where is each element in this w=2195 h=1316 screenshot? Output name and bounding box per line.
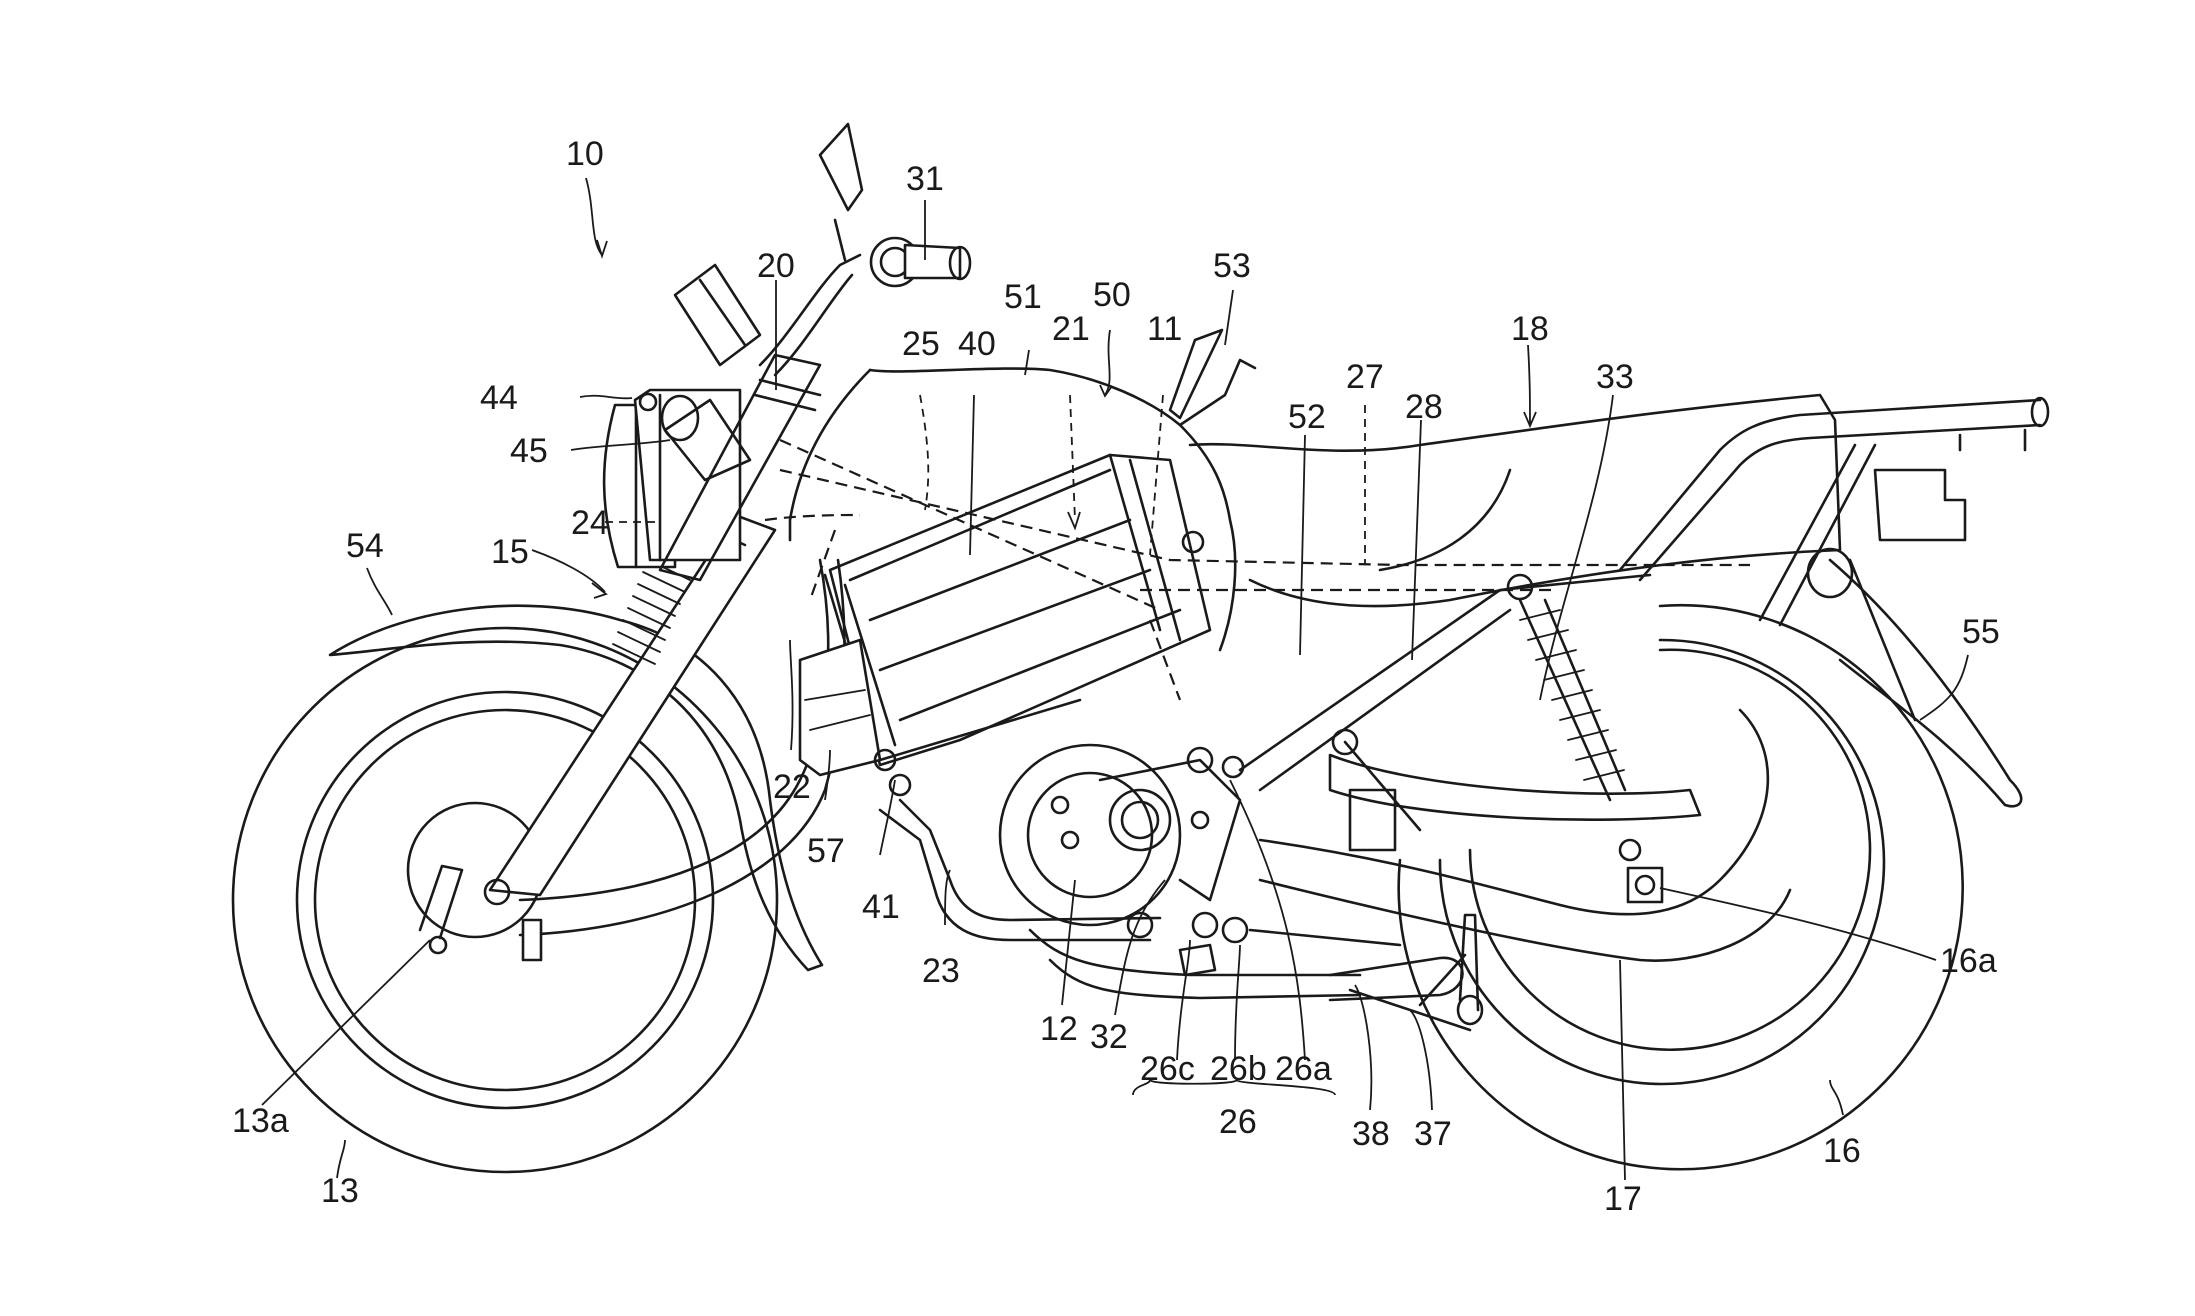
label-26b: 26b	[1210, 1050, 1267, 1088]
label-22: 22	[773, 768, 811, 806]
leader-lines	[261, 177, 1969, 1181]
label-40: 40	[958, 325, 996, 363]
label-13a: 13a	[232, 1102, 289, 1140]
rear-fender	[1828, 558, 2023, 808]
label-51: 51	[1004, 278, 1042, 316]
tail-light	[1873, 468, 1967, 542]
label-21: 21	[1052, 310, 1090, 348]
label-50: 50	[1093, 276, 1131, 314]
label-31: 31	[906, 160, 944, 198]
label-18: 18	[1511, 310, 1549, 348]
label-37: 37	[1414, 1115, 1452, 1153]
motor	[998, 743, 1242, 927]
down-tube	[898, 798, 1162, 922]
rear-wheel	[1397, 604, 1964, 1171]
label-57: 57	[807, 832, 845, 870]
label-25: 25	[902, 325, 940, 363]
linkage-26	[1028, 911, 1402, 1000]
controller	[798, 638, 882, 777]
meter	[673, 263, 762, 367]
frame	[1238, 573, 1702, 832]
label-26c: 26c	[1140, 1050, 1195, 1088]
label-53: 53	[1213, 247, 1251, 285]
axle-16a	[1626, 866, 1664, 904]
label-27: 27	[1346, 358, 1384, 396]
front-fender	[328, 604, 824, 972]
label-16a: 16a	[1940, 942, 1997, 980]
label-20: 20	[757, 247, 795, 285]
headlight	[602, 388, 752, 569]
brake-cable	[518, 558, 830, 902]
label-45: 45	[510, 432, 548, 470]
label-52: 52	[1288, 398, 1326, 436]
label-32: 32	[1090, 1018, 1128, 1056]
handlebar	[758, 122, 972, 377]
label-54: 54	[346, 527, 384, 565]
label-26a: 26a	[1275, 1050, 1332, 1088]
side-stand	[1328, 913, 1484, 1032]
label-28: 28	[1405, 388, 1443, 426]
label-23: 23	[922, 952, 960, 990]
tank-cover	[788, 328, 1257, 652]
label-15: 15	[491, 533, 529, 571]
label-17: 17	[1604, 1180, 1642, 1218]
label-41: 41	[862, 888, 900, 926]
hidden-lines	[764, 438, 1750, 701]
label-24: 24	[571, 504, 609, 542]
rear-rack	[1618, 396, 2050, 627]
battery-case	[823, 453, 1212, 767]
label-11: 11	[1147, 310, 1182, 348]
label-55: 55	[1962, 613, 2000, 651]
rear-shock	[1506, 573, 1642, 862]
label-38: 38	[1352, 1115, 1390, 1153]
label-12: 12	[1040, 1010, 1078, 1048]
label-16: 16	[1823, 1132, 1861, 1170]
chain-case	[1258, 708, 1770, 916]
label-13: 13	[321, 1172, 359, 1210]
label-26: 26	[1219, 1103, 1257, 1141]
reference-labels: 10 31 20 53 51 50 25 40 21 11 18 27 33 2…	[232, 135, 2000, 1218]
label-10: 10	[566, 135, 604, 173]
label-44: 44	[480, 379, 518, 417]
label-33: 33	[1596, 358, 1634, 396]
